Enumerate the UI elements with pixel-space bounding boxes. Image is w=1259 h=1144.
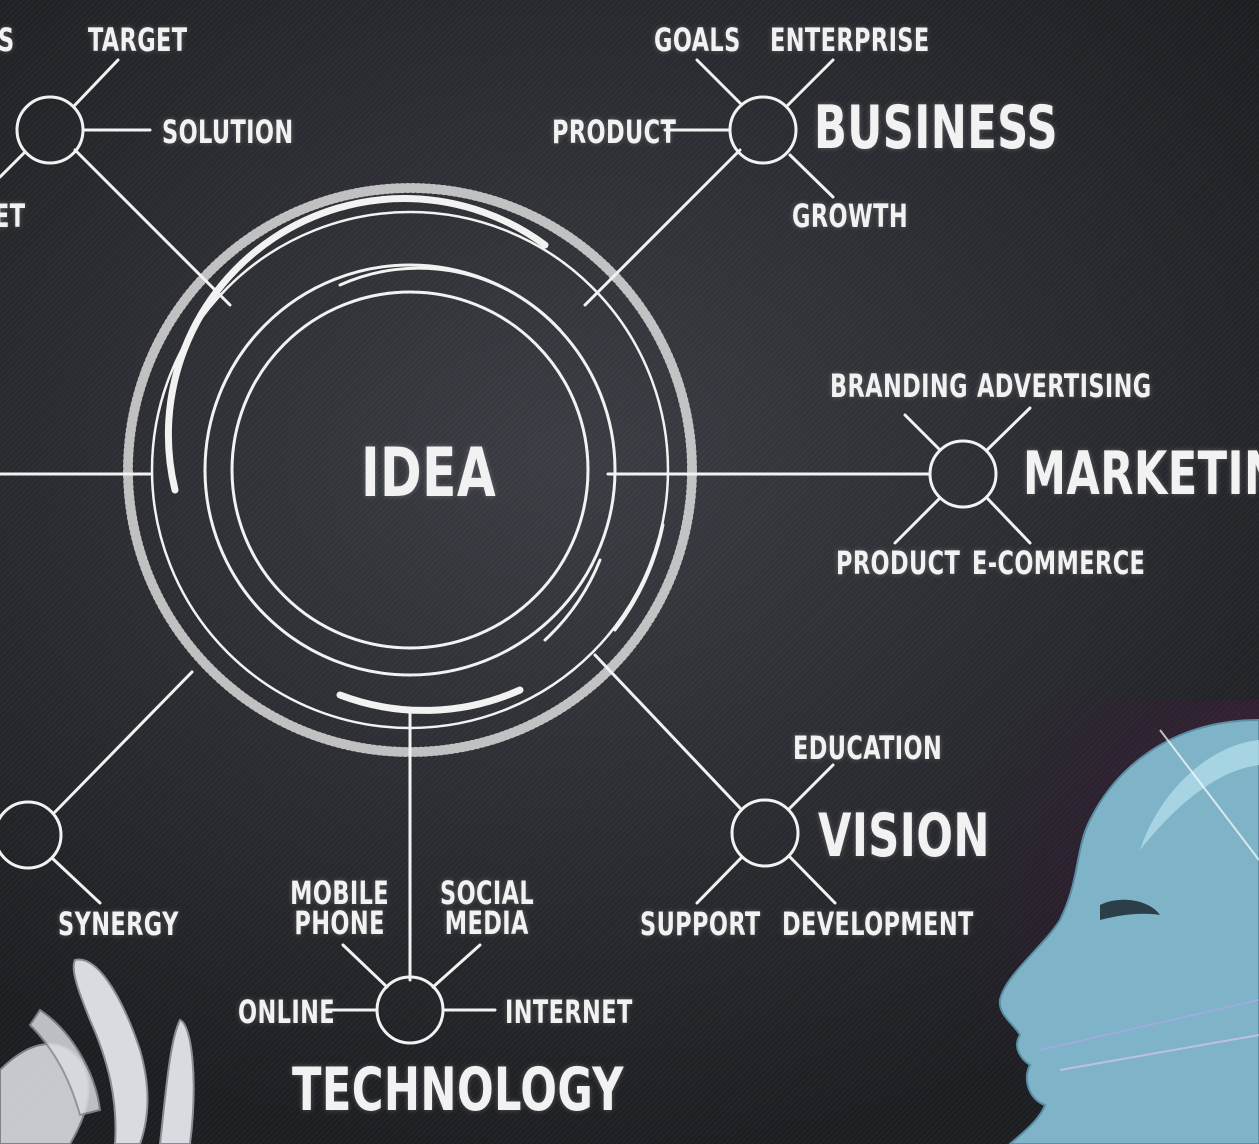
idea-inner-ring [230, 290, 590, 650]
spoke-bottomleft [53, 670, 194, 814]
business-node [728, 95, 798, 165]
marketing-item-advertising: ADVERTISING [977, 367, 1152, 405]
technology-item-internet: INTERNET [505, 993, 633, 1031]
business-title: BUSINESS [814, 93, 1059, 163]
robot-hand-image [0, 958, 195, 1144]
spoke-business [583, 148, 742, 307]
marketing-item-product: PRODUCT [836, 544, 961, 582]
vision-item-support: SUPPORT [640, 905, 761, 943]
business-item-growth: GROWTH [792, 197, 909, 235]
technology-item-mobile-phone: MOBILE PHONE [290, 874, 390, 942]
bottomleft-node [0, 800, 63, 870]
technology-title: TECHNOLOGY [292, 1055, 624, 1125]
spoke-topleft [73, 148, 232, 307]
technology-item-online: ONLINE [238, 993, 336, 1031]
topleft-item-solution: SOLUTION [162, 113, 294, 151]
marketing-item-branding: BRANDING [830, 367, 968, 405]
marketing-item-ecommerce: E-COMMERCE [972, 544, 1146, 582]
business-item-product: PRODUCT [552, 113, 677, 151]
technology-item-social-media: SOCIAL MEDIA [440, 874, 535, 942]
idea-arc-right2 [613, 523, 665, 632]
marketing-title: MARKETING [1023, 439, 1259, 509]
idea-label: IDEA [361, 434, 497, 513]
topleft-partial-lower-label: ET [0, 197, 26, 235]
business-item-enterprise: ENTERPRISE [770, 21, 930, 59]
topleft-node [15, 95, 85, 165]
topleft-partial-label: S [0, 24, 15, 56]
idea-arc-topright [338, 266, 562, 332]
vision-title: VISION [818, 801, 990, 871]
vision-item-development: DEVELOPMENT [782, 905, 974, 943]
bottomleft-item-synergy: SYNERGY [58, 905, 179, 943]
business-item-goals: GOALS [654, 21, 741, 59]
robot-head-image [998, 718, 1259, 1144]
vision-item-education: EDUCATION [793, 729, 943, 767]
vision-node [730, 798, 800, 868]
idea-arc-top [164, 195, 549, 494]
idea-arc-right [543, 558, 602, 642]
idea-middle-ring [203, 263, 617, 677]
idea-arc-bottom [336, 686, 524, 714]
marketing-node [928, 439, 998, 509]
spoke-vision [593, 653, 742, 810]
topleft-item-target: TARGET [88, 21, 188, 59]
